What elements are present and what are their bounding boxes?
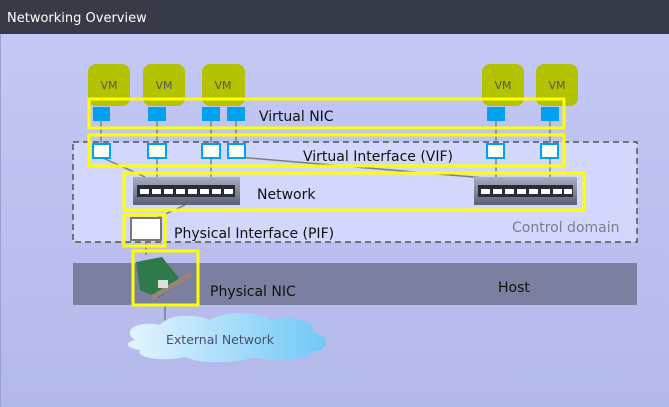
vm-1[interactable]	[88, 64, 130, 106]
vm-4[interactable]	[482, 64, 524, 106]
window-title: Networking Overview	[0, 0, 669, 34]
virtual-nic-highlight	[87, 97, 566, 130]
virtual-nic-label: Virtual NIC	[259, 109, 334, 125]
pif-port	[130, 217, 162, 241]
vm-label: VM	[100, 79, 117, 92]
vm-label: VM	[548, 79, 565, 92]
network-label: Network	[257, 187, 316, 203]
external-network-label: External Network	[166, 332, 275, 347]
virtual-nic-ports	[93, 107, 559, 121]
network-switch-icon	[133, 177, 240, 205]
vm-group: VM VM VM VM VM	[88, 64, 578, 106]
vm-2[interactable]	[143, 64, 185, 106]
host-label: Host	[498, 280, 530, 296]
physical-nic-card-icon	[136, 257, 193, 300]
vm-label: VM	[155, 79, 172, 92]
vif-ports	[92, 143, 559, 159]
vm-label: VM	[494, 79, 511, 92]
physical-nic-label: Physical NIC	[210, 284, 296, 300]
pif-label: Physical Interface (PIF)	[174, 226, 334, 242]
network-switch-icon	[474, 177, 577, 205]
vm-3[interactable]	[202, 64, 245, 106]
vif-highlight	[87, 133, 566, 168]
network-highlight	[122, 171, 586, 212]
vm-5[interactable]	[536, 64, 578, 106]
physical-nic-highlight	[131, 249, 200, 307]
vm-label: VM	[214, 79, 231, 92]
external-network-cloud: External Network	[128, 313, 327, 363]
pif-highlight	[122, 213, 167, 248]
control-domain-label: Control domain	[512, 220, 620, 236]
vif-label: Virtual Interface (VIF)	[303, 149, 453, 165]
highlight-boxes	[87, 97, 586, 307]
